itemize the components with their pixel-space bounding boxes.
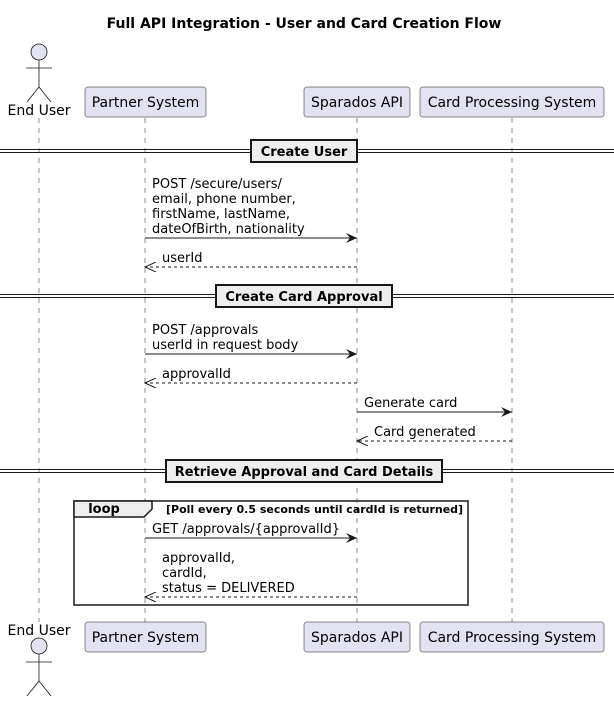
message-label: approvalId xyxy=(162,367,231,382)
message-label: status = DELIVERED xyxy=(162,581,295,596)
participant-label-top: End User xyxy=(8,103,71,119)
message-label: userId in request body xyxy=(152,338,299,353)
participant-label: Sparados API xyxy=(311,630,403,646)
loop-label: loop xyxy=(88,502,120,517)
participant-label: Partner System xyxy=(92,630,200,646)
message-call-7: GET /approvals/{approvalId} xyxy=(145,522,357,543)
message-call-1: POST /secure/users/email, phone number,f… xyxy=(145,177,357,243)
message-return-8: approvalId,cardId,status = DELIVERED xyxy=(145,551,357,597)
participant-card_proc-top: Card Processing System xyxy=(419,86,605,118)
participant-label-bottom: End User xyxy=(8,623,71,639)
section-divider: Retrieve Approval and Card Details xyxy=(0,459,614,483)
message-label: approvalId, xyxy=(162,551,235,566)
message-return-6: Card generated xyxy=(357,425,512,441)
message-label: firstName, lastName, xyxy=(152,207,290,222)
section-divider-label: Retrieve Approval and Card Details xyxy=(175,465,434,480)
message-label: GET /approvals/{approvalId} xyxy=(152,522,340,537)
participant-label: Card Processing System xyxy=(428,95,597,111)
actor-icon xyxy=(26,637,52,697)
message-call-5: Generate card xyxy=(357,396,512,417)
loop-frame: loop [Poll every 0.5 seconds until cardId… xyxy=(73,500,469,606)
participant-label: Sparados API xyxy=(311,95,403,111)
loop-condition: [Poll every 0.5 seconds until cardId is … xyxy=(166,503,463,516)
message-label: Generate card xyxy=(364,396,457,411)
diagram-title: Full API Integration - User and Card Cre… xyxy=(107,16,502,32)
section-divider: Create Card Approval xyxy=(0,284,614,308)
participant-partner-top: Partner System xyxy=(84,86,207,118)
message-label: POST /secure/users/ xyxy=(152,177,282,192)
section-divider-label: Create Card Approval xyxy=(225,290,382,305)
participant-sparados-top: Sparados API xyxy=(303,86,411,118)
message-label: userId xyxy=(162,251,202,266)
message-label: dateOfBirth, nationality xyxy=(152,222,305,237)
message-return-2: userId xyxy=(145,251,357,267)
participant-sparados-bottom: Sparados API xyxy=(303,621,411,653)
section-divider-label: Create User xyxy=(261,145,348,160)
participant-partner-bottom: Partner System xyxy=(84,621,207,653)
participant-label: Partner System xyxy=(92,95,200,111)
actor-icon xyxy=(26,43,52,103)
message-return-4: approvalId xyxy=(145,367,357,383)
message-label: POST /approvals xyxy=(152,323,259,338)
message-label: cardId, xyxy=(162,566,207,581)
message-label: Card generated xyxy=(374,425,476,440)
participant-card_proc-bottom: Card Processing System xyxy=(419,621,605,653)
message-label: email, phone number, xyxy=(152,192,296,207)
participant-label: Card Processing System xyxy=(428,630,597,646)
section-divider: Create User xyxy=(0,139,614,163)
